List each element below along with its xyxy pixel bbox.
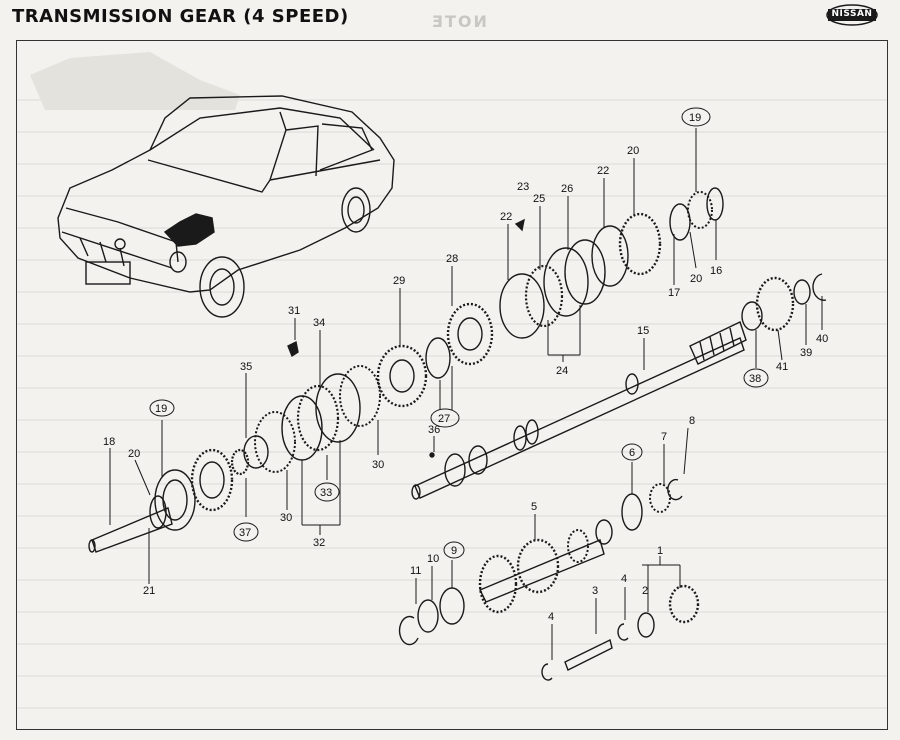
label-11: 11 xyxy=(410,565,421,577)
label-15: 21 xyxy=(143,585,155,597)
label-22a: 22 xyxy=(500,211,512,223)
label-41: 41 xyxy=(776,361,788,373)
label-1: 1 xyxy=(657,545,663,557)
label-27: 27 xyxy=(438,413,450,425)
label-25: 25 xyxy=(533,193,545,205)
label-16: 15 xyxy=(637,325,649,337)
nissan-logo: NISSAN xyxy=(826,4,878,26)
synchro-rings-3rd-4th xyxy=(230,340,435,476)
label-21: 20 xyxy=(627,145,639,157)
label-2: 2 xyxy=(642,585,648,597)
label-30a: 30 xyxy=(280,512,292,524)
logo-text: NISSAN xyxy=(831,9,873,19)
third-second-gears xyxy=(376,302,494,408)
label-17: 16 xyxy=(710,265,722,277)
label-5: 5 xyxy=(531,501,537,513)
rear-bearing-assembly xyxy=(741,273,827,332)
label-4b: 4 xyxy=(548,611,554,623)
label-12: 18 xyxy=(103,436,115,448)
label-32: 32 xyxy=(313,537,325,549)
part-number-labels: 18 20 19 21 35 37 30 31 34 33 32 30 29 2… xyxy=(103,107,828,623)
circled-label-19 xyxy=(681,107,711,127)
label-13: 19 xyxy=(155,403,167,415)
label-26: 26 xyxy=(561,183,573,195)
label-9: 9 xyxy=(451,545,457,557)
circled-label-6 xyxy=(621,443,643,461)
label-18: 17 xyxy=(668,287,680,299)
page-title: TRANSMISSION GEAR (4 SPEED) xyxy=(12,6,349,27)
label-4a: 4 xyxy=(621,573,627,585)
label-34: 34 xyxy=(313,317,325,329)
label-36: 36 xyxy=(428,424,440,436)
circled-label-37 xyxy=(233,522,259,542)
label-20: 20 xyxy=(690,273,702,285)
circled-label-27 xyxy=(430,408,460,428)
label-30b: 30 xyxy=(372,459,384,471)
circled-label-33 xyxy=(314,482,340,502)
label-35: 35 xyxy=(240,361,252,373)
car-illustration xyxy=(57,95,395,318)
label-29: 29 xyxy=(393,275,405,287)
circled-label-9 xyxy=(443,541,465,559)
label-37: 37 xyxy=(239,527,251,539)
label-19: 19 xyxy=(689,112,701,124)
label-38: 38 xyxy=(749,373,761,385)
label-40: 40 xyxy=(816,333,828,345)
label-3: 3 xyxy=(592,585,598,597)
label-28: 28 xyxy=(446,253,458,265)
circled-label-13 xyxy=(149,399,175,417)
label-6: 6 xyxy=(629,447,635,459)
mainshaft-part-16 xyxy=(411,321,747,500)
label-39: 39 xyxy=(800,347,812,359)
label-7: 7 xyxy=(661,431,667,443)
faint-car-shadow xyxy=(30,52,240,110)
label-31: 31 xyxy=(288,305,300,317)
label-8: 8 xyxy=(689,415,695,427)
circled-label-38 xyxy=(743,368,769,388)
label-14: 20 xyxy=(128,448,140,460)
main-drive-gear xyxy=(88,448,234,553)
label-33: 33 xyxy=(320,487,332,499)
label-22b: 22 xyxy=(597,165,609,177)
first-synchro-assembly xyxy=(499,187,724,339)
label-10: 10 xyxy=(427,553,439,565)
label-23: 23 xyxy=(517,181,529,193)
diagram-frame xyxy=(16,40,888,730)
leader-lines xyxy=(109,128,823,660)
label-24: 24 xyxy=(556,365,568,377)
